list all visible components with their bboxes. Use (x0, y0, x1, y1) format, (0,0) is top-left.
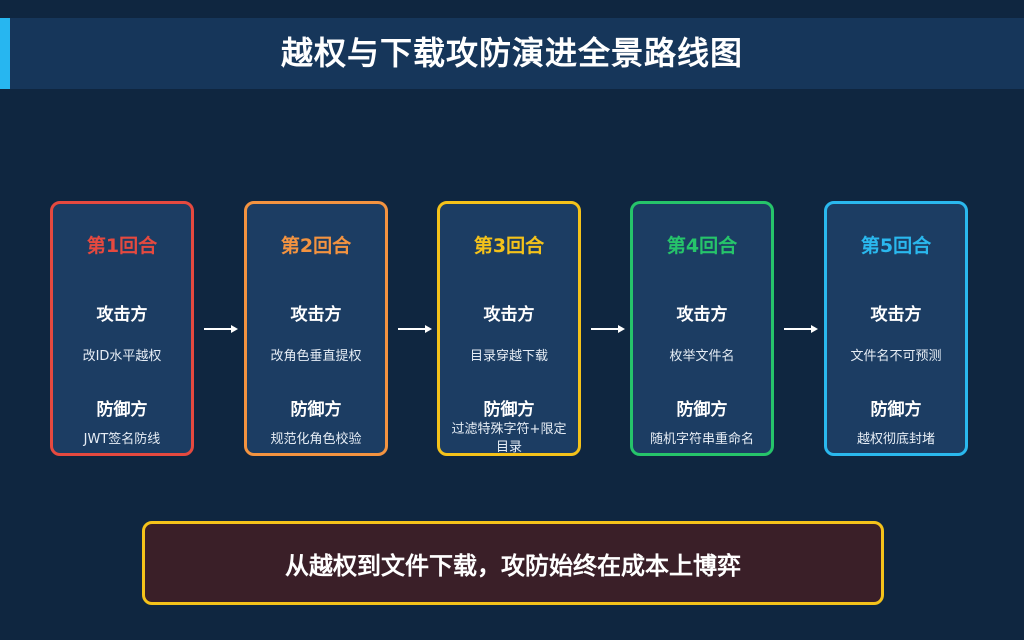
summary-text: 从越权到文件下载，攻防始终在成本上博弈 (285, 551, 741, 580)
attack-text: 改角色垂直提权 (270, 349, 362, 364)
attacker-label: 攻击方 (290, 305, 342, 325)
arrow-right-icon (784, 325, 818, 333)
round-title: 第3回合 (473, 235, 545, 257)
attacker-label: 攻击方 (483, 305, 535, 325)
defense-text: 规范化角色校验 (270, 432, 362, 447)
attacker-label: 攻击方 (676, 305, 728, 325)
round-title: 第4回合 (666, 235, 738, 257)
defense-text: JWT签名防线 (83, 432, 161, 447)
round-card-3: 第3回合 攻击方 目录穿越下载 防御方 过滤特殊字符+限定目录 (437, 201, 581, 456)
arrow-right-icon (398, 325, 432, 333)
defender-label: 防御方 (870, 400, 922, 420)
attack-text: 枚举文件名 (669, 349, 735, 364)
attacker-label: 攻击方 (96, 305, 148, 325)
attack-text: 文件名不可预测 (850, 349, 942, 364)
round-title: 第2回合 (280, 235, 352, 257)
arrow-right-icon (204, 325, 238, 333)
defense-text: 过滤特殊字符+限定目录 (451, 422, 567, 455)
round-card-1: 第1回合 攻击方 改ID水平越权 防御方 JWT签名防线 (50, 201, 194, 456)
defender-label: 防御方 (96, 400, 148, 420)
header-accent-bar (0, 18, 10, 89)
attack-text: 目录穿越下载 (469, 349, 548, 364)
page-title: 越权与下载攻防演进全景路线图 (280, 34, 743, 72)
defender-label: 防御方 (483, 400, 535, 420)
arrow-right-icon (591, 325, 625, 333)
round-card-2: 第2回合 攻击方 改角色垂直提权 防御方 规范化角色校验 (244, 201, 388, 456)
header-bar: 越权与下载攻防演进全景路线图 (0, 18, 1024, 89)
round-title: 第5回合 (860, 235, 932, 257)
defense-text: 随机字符串重命名 (649, 432, 754, 447)
defense-text: 越权彻底封堵 (856, 432, 935, 447)
attacker-label: 攻击方 (870, 305, 922, 325)
round-card-5: 第5回合 攻击方 文件名不可预测 防御方 越权彻底封堵 (824, 201, 968, 456)
defender-label: 防御方 (676, 400, 728, 420)
defender-label: 防御方 (290, 400, 342, 420)
round-card-4: 第4回合 攻击方 枚举文件名 防御方 随机字符串重命名 (630, 201, 774, 456)
summary-banner: 从越权到文件下载，攻防始终在成本上博弈 (142, 521, 884, 605)
round-title: 第1回合 (86, 235, 158, 257)
attack-text: 改ID水平越权 (82, 349, 162, 364)
